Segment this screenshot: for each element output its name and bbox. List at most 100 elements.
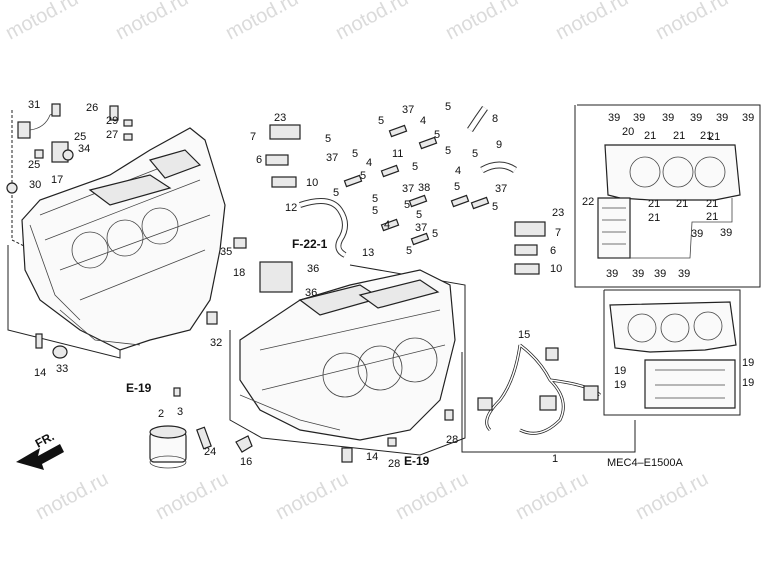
part-callout-20: 20 [622, 126, 634, 138]
part-callout-21: 21 [673, 130, 685, 142]
part-callout-39: 39 [716, 112, 728, 124]
part-callout-21: 21 [644, 130, 656, 142]
breather-valve [269, 124, 301, 140]
part-callout-5: 5 [472, 148, 478, 160]
part-callout-5: 5 [445, 145, 451, 157]
upper-crankcase [21, 127, 226, 351]
part-callout-17: 17 [51, 174, 63, 186]
part-callout-14: 14 [366, 451, 378, 463]
part-callout-4: 4 [384, 219, 390, 231]
part-callout-37: 37 [495, 183, 507, 195]
part-callout-25: 25 [28, 159, 40, 171]
part-callout-37: 37 [326, 152, 338, 164]
oil-filter-group [149, 387, 454, 469]
watermark: motod.ru [272, 468, 352, 524]
watermark: motod.ru [442, 0, 522, 44]
part-callout-30: 30 [29, 179, 41, 191]
part-callout-38: 38 [418, 182, 430, 194]
part-callout-28: 28 [388, 458, 400, 470]
watermark: motod.ru [222, 0, 302, 44]
part-callout-5: 5 [352, 148, 358, 160]
part-callout-4: 4 [455, 165, 461, 177]
part-callout-5: 5 [454, 181, 460, 193]
part-callout-39: 39 [606, 268, 618, 280]
part-callout-7: 7 [250, 131, 256, 143]
part-callout-39: 39 [654, 268, 666, 280]
oil-pan-gasket [609, 301, 737, 353]
part-callout-5: 5 [492, 201, 498, 213]
part-callout-9: 9 [496, 139, 502, 151]
part-callout-5: 5 [360, 170, 366, 182]
part-callout-4: 4 [366, 157, 372, 169]
part-callout-39: 39 [678, 268, 690, 280]
part-callout-10: 10 [306, 177, 318, 189]
part-callout-5: 5 [416, 209, 422, 221]
part-callout-18: 18 [233, 267, 245, 279]
part-callout-21: 21 [706, 211, 718, 223]
front-direction-arrow: FR. [16, 429, 64, 470]
watermark: motod.ru [392, 468, 472, 524]
part-callout-21: 21 [648, 212, 660, 224]
part-callout-25: 25 [74, 131, 86, 143]
diagram-code: MEC4–E1500A [607, 457, 683, 469]
part-callout-27: 27 [106, 129, 118, 141]
part-callout-11: 11 [392, 148, 403, 160]
part-callout-10: 10 [550, 263, 562, 275]
upper-crankcase-group [7, 110, 226, 359]
part-callout-36: 36 [307, 263, 319, 275]
part-callout-19: 19 [742, 377, 754, 389]
watermark: motod.ru [332, 0, 412, 44]
part-callout-33: 33 [56, 363, 68, 375]
part-callout-5: 5 [432, 228, 438, 240]
part-callout-3: 3 [177, 406, 183, 418]
part-callout-39: 39 [742, 112, 754, 124]
watermark: motod.ru [152, 468, 232, 524]
part-callout-5: 5 [372, 193, 378, 205]
part-callout-39: 39 [608, 112, 620, 124]
part-callout-7: 7 [555, 227, 561, 239]
reference-f22-1: F-22-1 [292, 237, 328, 251]
part-callout-4: 4 [420, 115, 426, 127]
part-callout-13: 13 [362, 247, 374, 259]
wire-harness-group [461, 343, 636, 453]
lower-crankcase [239, 269, 456, 441]
part-callout-5: 5 [406, 245, 412, 257]
part-callout-37: 37 [415, 222, 427, 234]
part-callout-19: 19 [614, 365, 626, 377]
watermark: motod.ru [2, 0, 82, 44]
part-callout-2: 2 [158, 408, 164, 420]
part-callout-1: 1 [552, 453, 558, 465]
part-callout-21: 21 [648, 198, 660, 210]
upper-gasket-group [574, 104, 761, 288]
part-callout-39: 39 [662, 112, 674, 124]
part-callout-24: 24 [204, 446, 216, 458]
part-callout-22: 22 [582, 196, 594, 208]
part-callout-5: 5 [325, 133, 331, 145]
part-callout-32: 32 [210, 337, 222, 349]
part-callout-6: 6 [256, 154, 262, 166]
breather-valve [514, 221, 546, 237]
part-callout-5: 5 [404, 199, 410, 211]
reference-e19-right: E-19 [404, 454, 430, 468]
part-callout-21: 21 [706, 198, 718, 210]
lower-gasket-group [603, 289, 741, 416]
part-callout-19: 19 [614, 379, 626, 391]
part-callout-39: 39 [633, 112, 645, 124]
cylinder-gasket [604, 144, 741, 201]
part-callout-39: 39 [632, 268, 644, 280]
part-callout-19: 19 [742, 357, 754, 369]
part-callout-36: 36 [305, 287, 317, 299]
part-callout-31: 31 [28, 99, 40, 111]
part-callout-26: 26 [86, 102, 98, 114]
watermark: motod.ru [552, 0, 632, 44]
reference-e19-left: E-19 [126, 381, 152, 395]
watermark: motod.ru [512, 468, 592, 524]
part-callout-5: 5 [378, 115, 384, 127]
part-callout-5: 5 [372, 205, 378, 217]
part-callout-23: 23 [274, 112, 286, 124]
part-callout-35: 35 [220, 246, 232, 258]
part-callout-37: 37 [402, 183, 414, 195]
part-callout-34: 34 [78, 143, 90, 155]
